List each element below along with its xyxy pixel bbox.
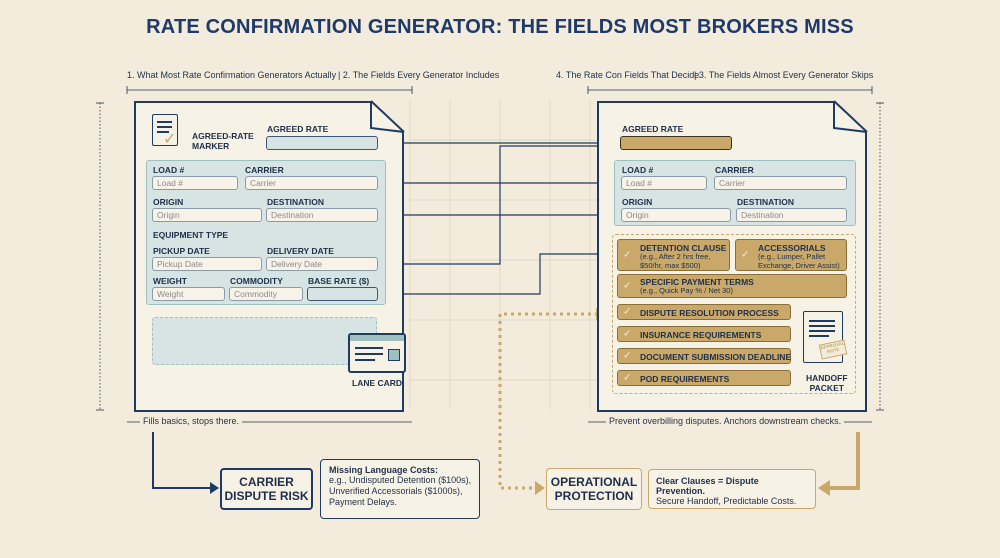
right-origin-label: ORIGIN (622, 197, 653, 207)
operational-protection-label: OPERATIONAL PROTECTION (550, 475, 638, 503)
right-origin-field[interactable]: Origin (621, 208, 731, 222)
left-agreed-rate-label: AGREED RATE (267, 124, 329, 134)
insurance-title: INSURANCE REQUIREMENTS (640, 330, 762, 340)
clear-clauses-title: Clear Clauses = Dispute Prevention. (656, 476, 759, 496)
protection-arrow (828, 432, 860, 490)
left-delivery-label: DELIVERY DATE (267, 246, 334, 256)
check-icon: ✓ (623, 350, 632, 362)
document-deadline-title: DOCUMENT SUBMISSION DEADLINE (640, 352, 792, 362)
detention-clause-title: DETENTION CLAUSE (640, 243, 727, 253)
pod-requirements-box: ✓ POD REQUIREMENTS (617, 370, 791, 386)
protection-dotted-arrow (498, 312, 598, 490)
check-icon: ✓ (623, 280, 632, 292)
check-icon: ✓ (623, 328, 632, 340)
accessorials-box: ✓ ACCESSORIALS (e.g., Lumper, Pallet Exc… (735, 239, 847, 271)
agreed-rate-marker-label: AGREED-RATE MARKER (192, 131, 254, 151)
right-agreed-rate-field[interactable] (620, 136, 732, 150)
pod-requirements-title: POD REQUIREMENTS (640, 374, 730, 384)
check-icon: ✓ (623, 306, 632, 318)
dispute-resolution-box: ✓ DISPUTE RESOLUTION PROCESS (617, 304, 791, 320)
right-agreed-rate-label: AGREED RATE (622, 124, 684, 134)
risk-arrow (152, 432, 210, 489)
handoff-packet-label: HANDOFF PACKET (806, 373, 848, 393)
payment-terms-title: SPECIFIC PAYMENT TERMS (640, 277, 754, 287)
left-load-label: LOAD # (153, 165, 185, 175)
left-delivery-field[interactable]: Delivery Date (266, 257, 378, 271)
left-base-rate-label: BASE RATE ($) (308, 276, 370, 286)
carrier-dispute-risk-box: CARRIER DISPUTE RISK (220, 468, 313, 510)
missing-language-title: Missing Language Costs: (329, 465, 439, 475)
left-carrier-field[interactable]: Carrier (245, 176, 378, 190)
section-label-4: 4. The Rate Con Fields That Decide (556, 70, 700, 80)
left-commodity-field[interactable]: Commodity (229, 287, 303, 301)
accessorials-example: (e.g., Lumper, Pallet Exchange, Driver A… (758, 252, 840, 270)
right-footer-note: Prevent overbilling disputes. Anchors do… (606, 416, 845, 426)
field-connectors (378, 142, 620, 295)
left-agreed-rate-field[interactable] (266, 136, 378, 150)
detention-clause-example: (e.g., After 2 hrs free, $50/hr, max $50… (640, 252, 711, 270)
right-destination-label: DESTINATION (737, 197, 794, 207)
left-footer-note: Fills basics, stops there. (140, 416, 243, 426)
carrier-dispute-risk-label: CARRIER DISPUTE RISK (224, 475, 309, 503)
section-label-1: 1. What Most Rate Confirmation Generator… (127, 70, 337, 80)
detention-clause-box: ✓ DETENTION CLAUSE (e.g., After 2 hrs fr… (617, 239, 730, 271)
left-equipment-label: EQUIPMENT TYPE (153, 230, 229, 240)
payment-terms-example: (e.g., Quick Pay % / Net 30) (640, 286, 733, 295)
clear-clauses-text: Secure Handoff, Predictable Costs. (656, 496, 797, 506)
left-carrier-label: CARRIER (245, 165, 284, 175)
section-label-2: | 2. The Fields Every Generator Includes (338, 70, 500, 80)
right-load-label: LOAD # (622, 165, 654, 175)
left-origin-field[interactable]: Origin (152, 208, 262, 222)
handoff-packet-icon: APPROVAL NOTE (803, 311, 848, 363)
insurance-box: ✓ INSURANCE REQUIREMENTS (617, 326, 791, 342)
left-destination-label: DESTINATION (267, 197, 324, 207)
right-load-field[interactable]: Load # (621, 176, 707, 190)
operational-protection-box: OPERATIONAL PROTECTION (546, 468, 642, 510)
left-weight-label: WEIGHT (153, 276, 187, 286)
left-commodity-label: COMMODITY (230, 276, 283, 286)
left-pickup-field[interactable]: Pickup Date (152, 257, 262, 271)
left-origin-label: ORIGIN (153, 197, 184, 207)
lane-card-label: LANE CARD (352, 378, 403, 388)
missing-language-text: e.g., Undisputed Detention ($100s), Unve… (329, 475, 472, 507)
right-carrier-field[interactable]: Carrier (714, 176, 847, 190)
clear-clauses-box: Clear Clauses = Dispute Prevention. Secu… (648, 469, 816, 509)
right-carrier-label: CARRIER (715, 165, 754, 175)
section-label-3: | 3. The Fields Almost Every Generator S… (694, 70, 874, 80)
agreed-rate-marker-icon: ✓ (152, 114, 178, 148)
missing-language-costs-box: Missing Language Costs: e.g., Undisputed… (320, 459, 480, 519)
left-pickup-label: PICKUP DATE (153, 246, 210, 256)
skipped-fields-region (612, 234, 856, 394)
check-icon: ✓ (741, 249, 750, 261)
document-deadline-box: ✓ DOCUMENT SUBMISSION DEADLINE (617, 348, 791, 364)
left-destination-field[interactable]: Destination (266, 208, 378, 222)
page-title: RATE CONFIRMATION GENERATOR: THE FIELDS … (146, 16, 854, 38)
check-icon: ✓ (623, 249, 632, 261)
left-weight-field[interactable]: Weight (152, 287, 225, 301)
right-destination-field[interactable]: Destination (736, 208, 847, 222)
left-base-rate-field[interactable] (307, 287, 378, 301)
approval-note-icon: APPROVAL NOTE (818, 339, 848, 360)
payment-terms-box: ✓ SPECIFIC PAYMENT TERMS (e.g., Quick Pa… (617, 274, 847, 298)
dispute-resolution-title: DISPUTE RESOLUTION PROCESS (640, 308, 779, 318)
check-icon: ✓ (623, 372, 632, 384)
left-empty-placeholder-area (152, 317, 377, 365)
left-load-field[interactable]: Load # (152, 176, 238, 190)
lane-card-icon (348, 333, 406, 373)
accessorials-title: ACCESSORIALS (758, 243, 826, 253)
